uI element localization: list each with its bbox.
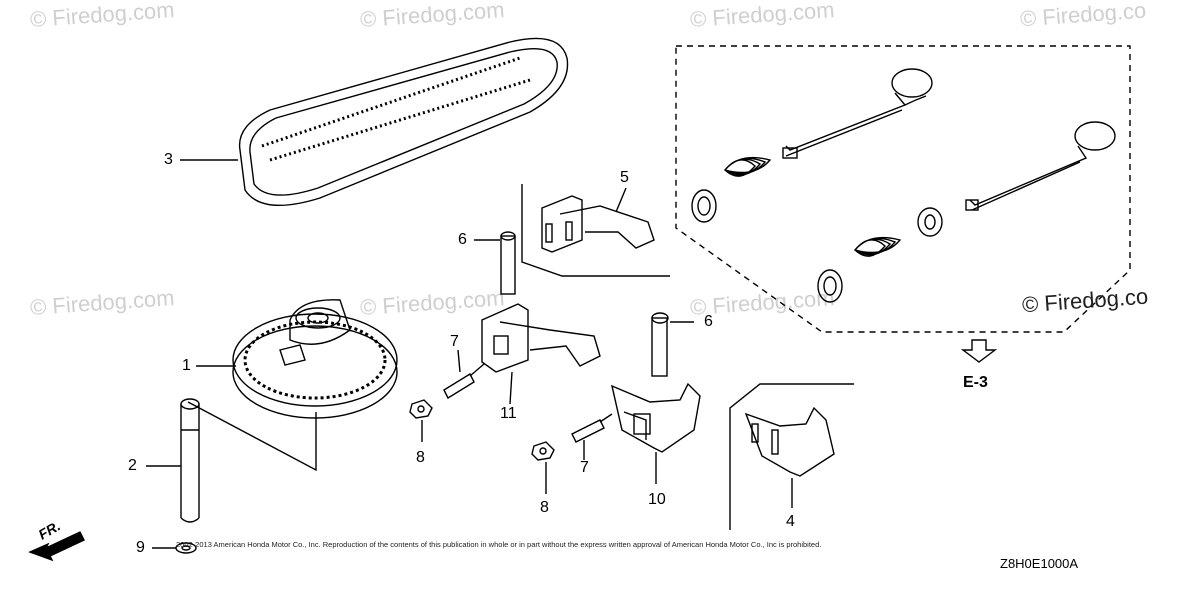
callout-10: 10 [648, 491, 666, 508]
rocker-pin-right [651, 312, 669, 377]
callout-6-right: 6 [704, 313, 713, 330]
callout-3: 3 [164, 151, 173, 168]
copyright-notice: 2002-2013 American Honda Motor Co., Inc.… [176, 540, 822, 549]
callout-7-left: 7 [450, 333, 459, 350]
valve-retainer-2 [697, 196, 711, 216]
callout-8-left: 8 [416, 449, 425, 466]
timing-belt [238, 37, 569, 207]
camshaft-pin [180, 398, 200, 523]
valve-retainer-1 [691, 189, 717, 223]
valve-seal-1 [917, 207, 943, 237]
leader-7a [457, 349, 461, 373]
callout-7-right: 7 [580, 459, 589, 476]
callout-8-right: 8 [540, 499, 549, 516]
adjusting-screw-left [443, 363, 485, 399]
callout-5: 5 [620, 169, 629, 186]
rocker-arm-11 [481, 303, 601, 373]
valve-spring-left [723, 156, 772, 177]
rocker-pin-upper [500, 231, 516, 295]
rocker-5-frame [521, 184, 670, 277]
adjusting-screw-right [571, 413, 613, 443]
assembly-bracket-line [187, 401, 317, 472]
reference-e3: E-3 [963, 374, 988, 391]
rocker-arm-10 [611, 382, 701, 453]
rocker-4-frame [729, 383, 854, 530]
rocker-arm-4 [744, 406, 835, 477]
washer-hole [181, 545, 191, 551]
diagram-code: Z8H0E1000A [1000, 556, 1079, 571]
valve-seal-2 [924, 214, 936, 230]
callout-9: 9 [136, 539, 145, 556]
callout-1: 1 [182, 357, 191, 374]
leader-5 [615, 187, 627, 213]
valve-spring-right [853, 236, 902, 257]
callout-2: 2 [128, 457, 137, 474]
front-arrow-icon [28, 531, 85, 562]
valve-retainer-3 [817, 269, 843, 303]
leader-11 [509, 371, 513, 405]
valve-retainer-4 [823, 276, 837, 296]
valve-right [965, 121, 1116, 211]
valve-kit-box [675, 45, 1131, 333]
rocker-arm-5 [541, 195, 655, 253]
callout-11: 11 [500, 405, 517, 422]
e3-arrow-icon [960, 339, 998, 363]
valve-left [782, 68, 933, 159]
camshaft-pulley [232, 299, 398, 419]
lock-nut-left [409, 399, 433, 419]
lock-nut-right [531, 441, 555, 461]
callout-4: 4 [786, 513, 795, 530]
callout-6-upper: 6 [458, 231, 467, 248]
